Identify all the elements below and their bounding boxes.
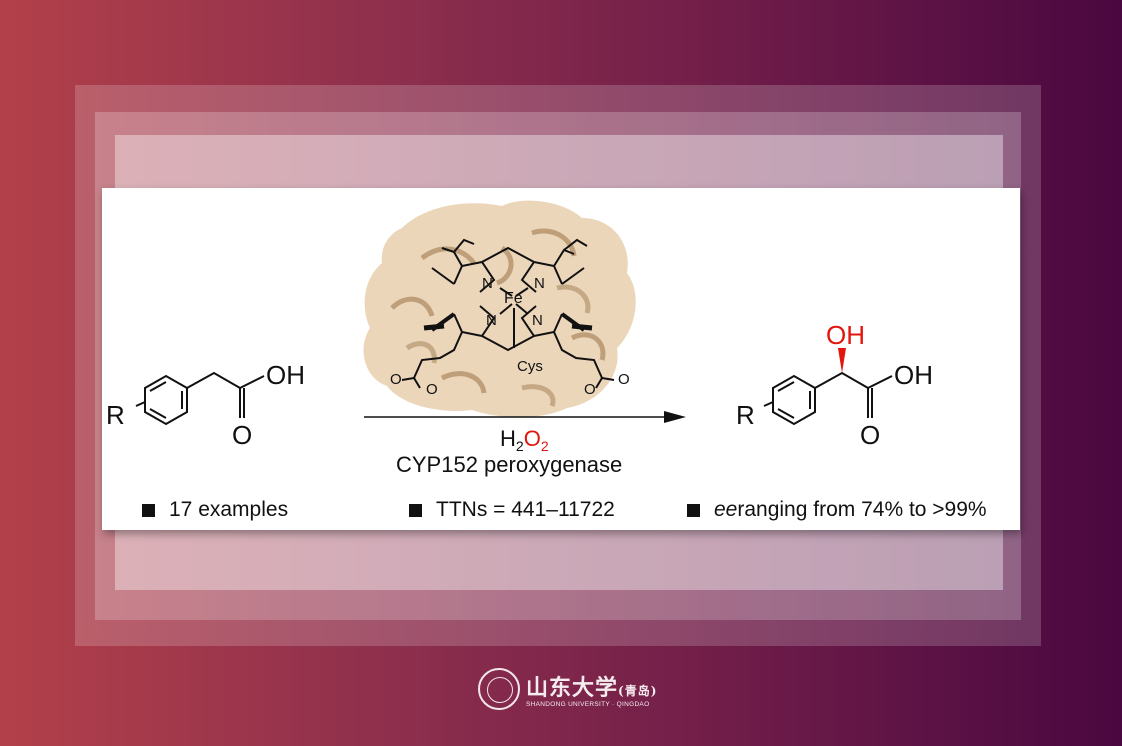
university-logo: 山东大学(青岛) SHANDONG UNIVERSITY · QINGDAO [478, 668, 658, 714]
bullet-square-icon [142, 503, 155, 517]
stereo-wedge [838, 348, 846, 373]
product-r-group: R [736, 400, 755, 430]
bullet-ttns: TTNs = 441–11722 [409, 498, 615, 522]
bullet-square-icon [687, 503, 700, 517]
carboxylate-o-1: O [390, 371, 402, 388]
carboxylate-o-2: O [426, 381, 438, 398]
nitrogen-label-3: N [486, 312, 497, 329]
product-carbonyl-o: O [860, 420, 880, 450]
ee-abbrev: ee [714, 498, 738, 521]
reaction-arrow [364, 411, 686, 423]
heme-labels: N N N N Fe Cys O O O O [390, 275, 630, 398]
nitrogen-label-4: N [532, 312, 543, 329]
university-seal-icon [478, 668, 520, 710]
enzyme-label: CYP152 peroxygenase [396, 452, 622, 477]
bullet-square-icon [409, 503, 422, 517]
product-alpha-hydroxyl: OH [826, 320, 865, 350]
ee-range-text: ranging from 74% to >99% [737, 498, 987, 521]
reaction-scheme-card: N N N N Fe Cys O O O O R OH O [102, 188, 1020, 530]
bullet-ee: ee ranging from 74% to >99% [687, 498, 987, 522]
nitrogen-label-1: N [482, 275, 493, 292]
reactant-hydroxyl: OH [266, 360, 305, 390]
examples-text: 17 examples [169, 498, 289, 521]
heme-structure [401, 238, 615, 389]
oxidant-label: H2O2 [500, 426, 549, 454]
nitrogen-label-2: N [534, 275, 545, 292]
carboxylate-o-4: O [618, 371, 630, 388]
logo-english-name: SHANDONG UNIVERSITY · QINGDAO [526, 701, 650, 708]
cysteine-label: Cys [517, 358, 543, 375]
reactant-structure [135, 371, 265, 426]
ttns-text: TTNs = 441–11722 [436, 498, 615, 521]
carboxylate-o-3: O [584, 381, 596, 398]
reaction-scheme: N N N N Fe Cys O O O O R OH O [106, 200, 933, 477]
reactant-r-group: R [106, 400, 125, 430]
reactant-carbonyl-o: O [232, 420, 252, 450]
iron-label: Fe [504, 290, 523, 307]
protein-surface [363, 200, 636, 418]
bullet-examples: 17 examples [142, 498, 288, 522]
product-hydroxyl: OH [894, 360, 933, 390]
logo-chinese-name: 山东大学(青岛) [526, 675, 658, 701]
product-structure [763, 371, 893, 426]
